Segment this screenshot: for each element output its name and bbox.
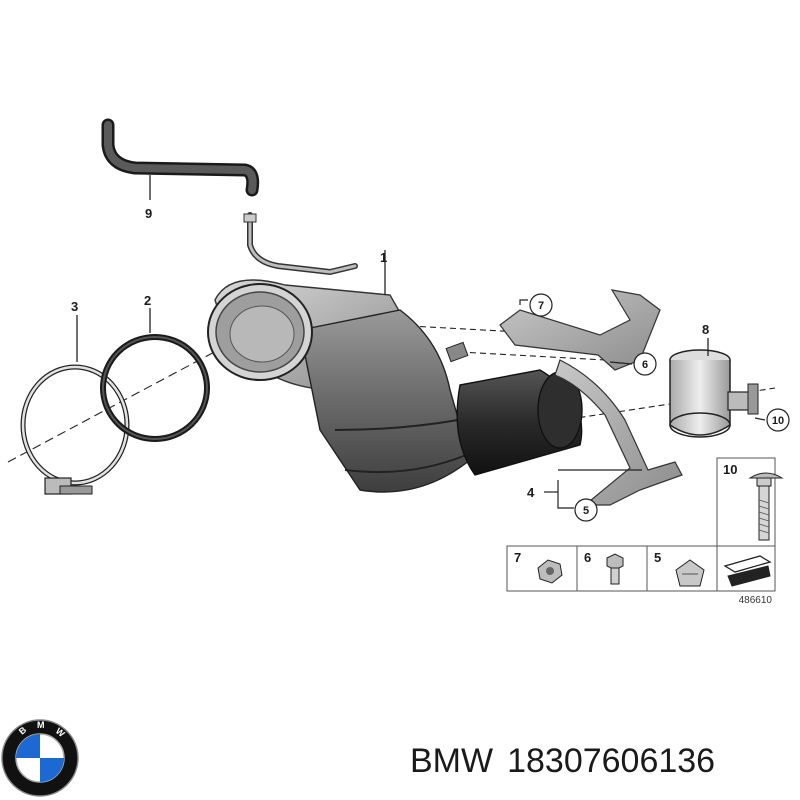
band-clamp-part-8 <box>669 338 759 438</box>
svg-text:5: 5 <box>583 505 589 517</box>
svg-text:10: 10 <box>772 415 784 427</box>
upper-bracket <box>499 289 661 371</box>
breather-pipe <box>243 212 358 276</box>
diagram-reference-number: 486610 <box>739 595 773 606</box>
svg-text:M: M <box>37 720 45 730</box>
svg-text:6: 6 <box>642 359 648 371</box>
svg-text:7: 7 <box>514 550 521 565</box>
callout-1: 1 <box>380 250 387 265</box>
callout-8: 8 <box>702 322 709 337</box>
legend-box-10: 10 <box>716 457 784 547</box>
support-bracket-part-4 <box>554 359 683 506</box>
callout-3: 3 <box>71 299 78 314</box>
catalytic-converter-part-1 <box>207 250 583 493</box>
svg-text:6: 6 <box>584 550 591 565</box>
leader-lines <box>519 299 766 509</box>
circled-callout-6: 6 <box>633 352 657 376</box>
circled-callout-10: 10 <box>766 408 790 432</box>
legend-box-5: 5 <box>646 545 718 592</box>
callout-2: 2 <box>144 293 151 308</box>
callout-9: 9 <box>145 206 152 221</box>
circled-callout-5: 5 <box>574 498 598 522</box>
legend-box-6: 6 <box>576 545 648 592</box>
breather-hose-part-9 <box>101 118 260 200</box>
part-number: 18307606136 <box>507 742 716 780</box>
sealing-ring-part-2 <box>100 308 210 442</box>
svg-text:10: 10 <box>723 462 737 477</box>
callout-4: 4 <box>527 485 535 500</box>
svg-text:B: B <box>17 724 29 736</box>
brand-name: BMW <box>410 742 494 780</box>
circled-callout-7: 7 <box>529 293 553 317</box>
svg-text:7: 7 <box>538 300 544 312</box>
bmw-logo: B M W <box>1 719 79 797</box>
legend-box-arrow <box>716 545 776 592</box>
legend-box-7: 7 <box>506 545 578 592</box>
svg-text:5: 5 <box>654 550 661 565</box>
v-band-clamp-part-3 <box>20 315 130 495</box>
part-caption: BMW 18307606136 <box>410 742 729 781</box>
